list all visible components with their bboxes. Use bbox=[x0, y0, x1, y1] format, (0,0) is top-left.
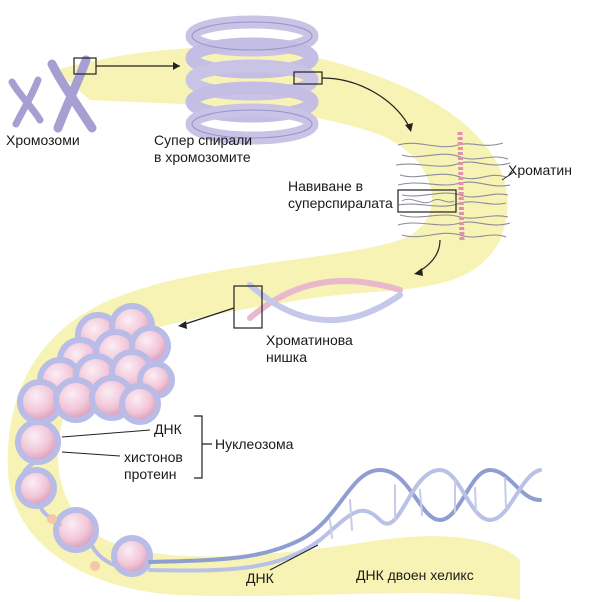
arrow-fiber-to-nucleosome bbox=[181, 307, 235, 326]
nucleosome-cluster bbox=[15, 303, 175, 577]
chromatin-fiber bbox=[247, 277, 403, 323]
chromatin-label-leader bbox=[501, 171, 515, 181]
label-dna-nucleosome: ДНК bbox=[154, 421, 182, 437]
dna-double-helix bbox=[148, 467, 542, 573]
linker-bead bbox=[47, 514, 57, 524]
label-supercoils: Супер спирали в хромозомите bbox=[154, 132, 253, 165]
label-chromatin-fiber: Хроматинова нишка bbox=[266, 332, 353, 365]
label-coiling-in-supercoil: Навиване в суперспиралата bbox=[288, 178, 393, 211]
label-chromosomes: Хромозоми bbox=[6, 132, 80, 148]
label-chromatin: Хроматин bbox=[508, 162, 572, 178]
histone-leader bbox=[61, 451, 121, 457]
linker-bead-2 bbox=[90, 561, 100, 571]
chromatin-zoom-box bbox=[397, 189, 457, 213]
label-dna-bottom: ДНК bbox=[246, 570, 274, 586]
arrow-supercoil-to-chromatin bbox=[321, 77, 411, 129]
fiber-zoom-box bbox=[233, 285, 263, 329]
nucleosome-bracket bbox=[194, 415, 212, 479]
chromatin-axis bbox=[457, 131, 465, 243]
chromosome-left bbox=[8, 76, 44, 128]
supercoil-stack bbox=[185, 15, 319, 145]
dna-leader bbox=[61, 429, 151, 438]
dna-bottom-leader bbox=[269, 544, 319, 571]
label-nucleosome: Нуклеозома bbox=[215, 436, 294, 452]
label-dna-double-helix: ДНК двоен хеликс bbox=[356, 567, 474, 583]
chromosome-right bbox=[47, 55, 97, 133]
label-histone-protein: хистонов протеин bbox=[124, 449, 183, 482]
